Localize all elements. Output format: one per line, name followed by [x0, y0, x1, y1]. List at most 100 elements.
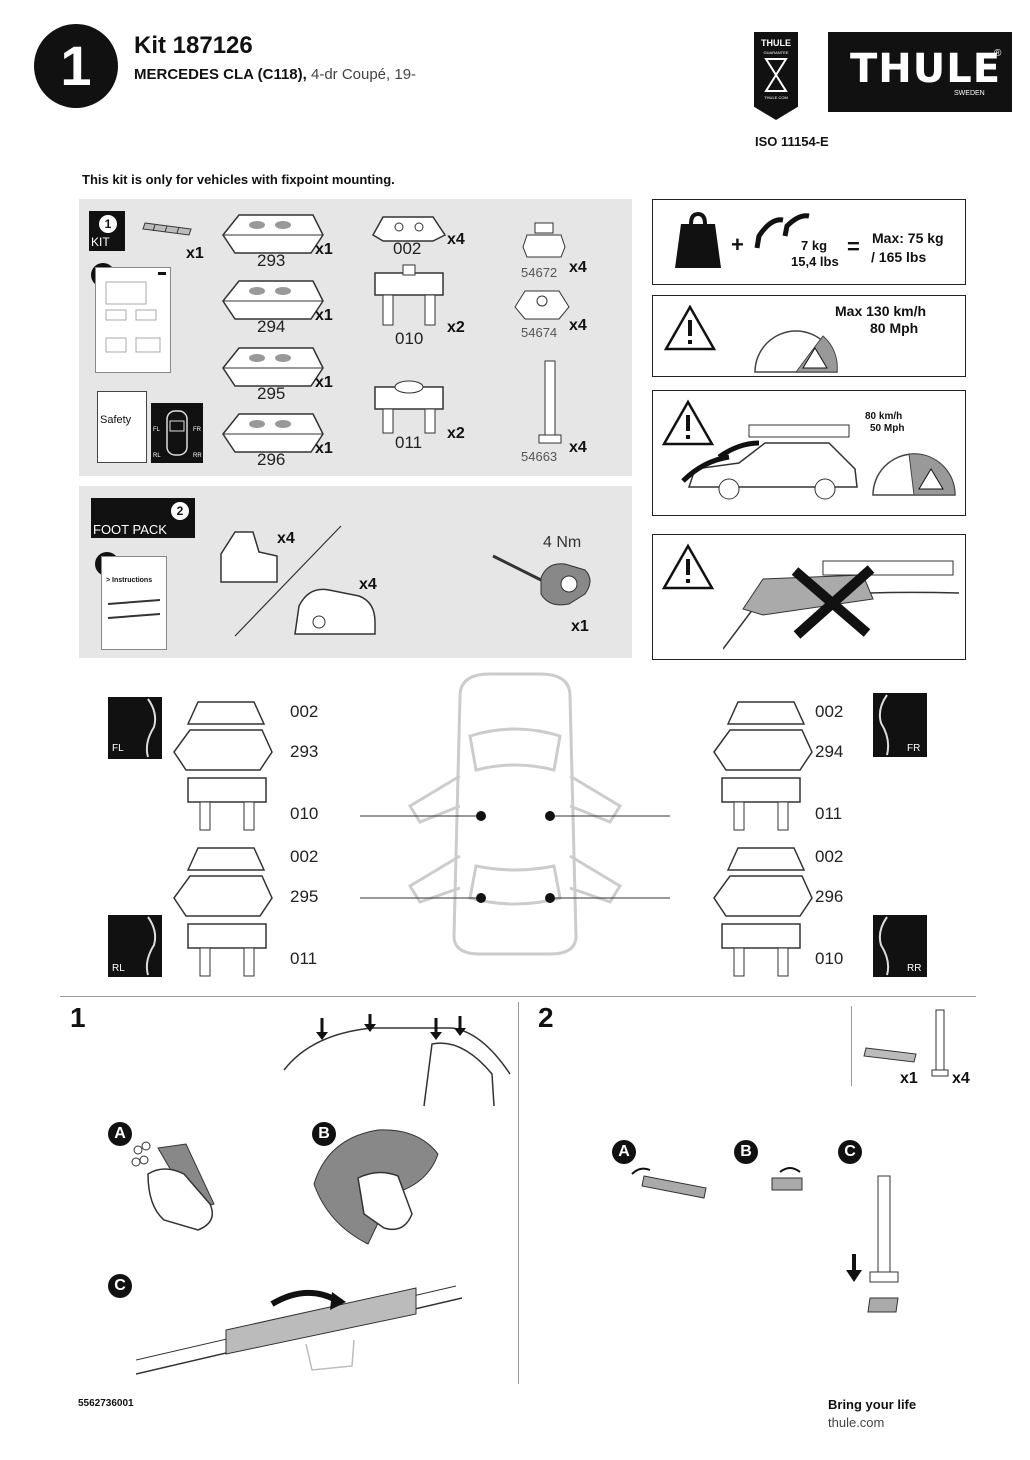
- instruction-manual-icon: [95, 267, 171, 373]
- document-number: 5562736001: [78, 1398, 134, 1409]
- bracket-mult: x2: [447, 425, 465, 442]
- rack-weight-kg: 7 kg: [801, 238, 828, 253]
- speedometer-icon: [754, 330, 838, 373]
- pad-mult: x1: [315, 440, 333, 457]
- bracket-item: 011 x2: [369, 375, 479, 465]
- pad-icon: [222, 347, 324, 387]
- hardware-mult: x4: [569, 259, 587, 276]
- stack-label-002: 002: [815, 702, 844, 721]
- logo-sub: SWEDEN: [954, 90, 985, 97]
- steps-divider-vertical: [518, 1002, 519, 1384]
- roof-load-prohibited-icon: [723, 560, 959, 650]
- corner-label: FR: [907, 743, 921, 754]
- pad-icon: [222, 280, 324, 320]
- rack-weight-lbs: 15,4 lbs: [791, 254, 839, 269]
- warning-triangle-icon: [661, 399, 715, 446]
- kit-box-number: 1: [99, 215, 117, 233]
- step-2-bolt-mult: x4: [952, 1070, 970, 1087]
- vehicle-model: MERCEDES CLA (C118),: [134, 66, 307, 83]
- bolt-icon: [538, 360, 562, 444]
- car-wind-icon: [681, 424, 858, 500]
- torque-key-mult: x1: [571, 618, 589, 635]
- bracket-002-icon: [371, 216, 447, 242]
- roof-rail-icon: [136, 1285, 463, 1375]
- mount-stack-icon: [173, 847, 273, 977]
- loaded-speed-mph: 50 Mph: [870, 423, 905, 434]
- clamp-icon: [514, 290, 570, 320]
- bracket-item: 010 x2: [369, 261, 479, 351]
- stack-label-bracket: 010: [290, 804, 319, 823]
- step-2-strip-mult: x1: [900, 1070, 918, 1087]
- footer-url[interactable]: thule.com: [828, 1415, 885, 1430]
- torque-value: 4 Nm: [543, 534, 582, 551]
- pad-icon: [222, 214, 324, 254]
- no-load-on-roof-panel: [652, 534, 966, 660]
- footer-slogan: Bring your life: [828, 1397, 917, 1412]
- loaded-speed-panel: 80 km/h 50 Mph: [652, 390, 966, 516]
- max-speed-kmh: Max 130 km/h: [835, 303, 927, 319]
- hardware-mult: x4: [569, 439, 587, 456]
- badge-url: THULE.COM: [764, 95, 788, 100]
- fixpoint-notice: This kit is only for vehicles with fixpo…: [82, 172, 395, 187]
- thule-logo: THULE ® SWEDEN: [828, 32, 1012, 112]
- hardware-part-number: 54672: [521, 265, 558, 280]
- pad-item: 293 x1: [217, 209, 347, 270]
- stack-label-002: 002: [815, 847, 844, 866]
- mount-stack-icon: [713, 701, 813, 831]
- stack-rr: [708, 836, 818, 980]
- divider-line: [234, 525, 342, 637]
- safety-manual-icon: Safety: [97, 391, 147, 463]
- corner-label: RR: [907, 963, 922, 974]
- pad-strip-icon: [142, 222, 192, 236]
- steps-divider-horizontal: [60, 996, 976, 997]
- kit-panel: 1 KIT x1 1 Safety FL FR RL RR: [79, 199, 632, 476]
- corner-label: FL: [112, 743, 124, 754]
- pad-part-number: 296: [257, 450, 286, 469]
- foot-pack-label: FOOT PACK: [93, 522, 167, 537]
- hourglass-icon: [764, 58, 788, 92]
- loaded-speed-kmh: 80 km/h: [865, 411, 903, 422]
- step-1-sub-b: B: [312, 1122, 336, 1146]
- weight-icon: [675, 211, 721, 268]
- bracket-mult: x4: [447, 231, 465, 248]
- pad-part-number: 293: [257, 251, 286, 270]
- page-number: 1: [60, 34, 92, 97]
- mount-stack-icon: [713, 847, 813, 977]
- pad-mult: x1: [315, 374, 333, 391]
- bracket-011-icon: [374, 380, 444, 434]
- vehicle-line: MERCEDES CLA (C118), 4-dr Coupé, 19-: [134, 66, 416, 83]
- iso-standard: ISO 11154-E: [755, 134, 829, 149]
- pad-item: 295 x1: [217, 342, 347, 403]
- bracket-part-number: 002: [393, 239, 422, 258]
- foot-a-mult: x4: [277, 530, 295, 547]
- foot-b-icon: [294, 588, 376, 635]
- bolt-insert-icon: [846, 1175, 899, 1313]
- logo-text: THULE: [850, 46, 1002, 92]
- bracket-part-number: 010: [395, 329, 424, 348]
- strip-mult: x1: [186, 245, 204, 262]
- stack-fl: [168, 690, 278, 834]
- page-number-circle: [34, 24, 118, 108]
- step-2-number: 2: [538, 1002, 554, 1033]
- torque-key-icon: [492, 554, 591, 606]
- speedometer-icon: [872, 453, 956, 496]
- stack-rl: [168, 836, 278, 980]
- hardware-item: 54672 x4: [519, 221, 629, 281]
- kit-title: Kit 187126: [134, 32, 253, 59]
- stack-label-002: 002: [290, 702, 319, 721]
- stack-label-pad: 296: [815, 887, 844, 906]
- stack-label-pad: 294: [815, 742, 844, 761]
- foot-manual-icon: > Instructions: [101, 556, 167, 650]
- guarantee-badge: THULE GUARANTEE THULE.COM: [754, 32, 798, 120]
- bracket-part-number: 011: [395, 433, 423, 452]
- bracket-item: 002 x4: [369, 209, 479, 267]
- hardware-part-number: 54663: [521, 449, 558, 464]
- foot-b-mult: x4: [359, 576, 377, 593]
- badge-sub: GUARANTEE: [763, 50, 789, 55]
- equals-sign: =: [847, 234, 860, 259]
- hardware-item: 54674 x4: [511, 285, 629, 345]
- stack-label-bracket: 011: [815, 804, 843, 823]
- max-load-kg: Max: 75 kg: [872, 230, 944, 246]
- load-capacity-panel: + 7 kg 15,4 lbs = Max: 75 kg / 165 lbs: [652, 199, 966, 285]
- hardware-mult: x4: [569, 317, 587, 334]
